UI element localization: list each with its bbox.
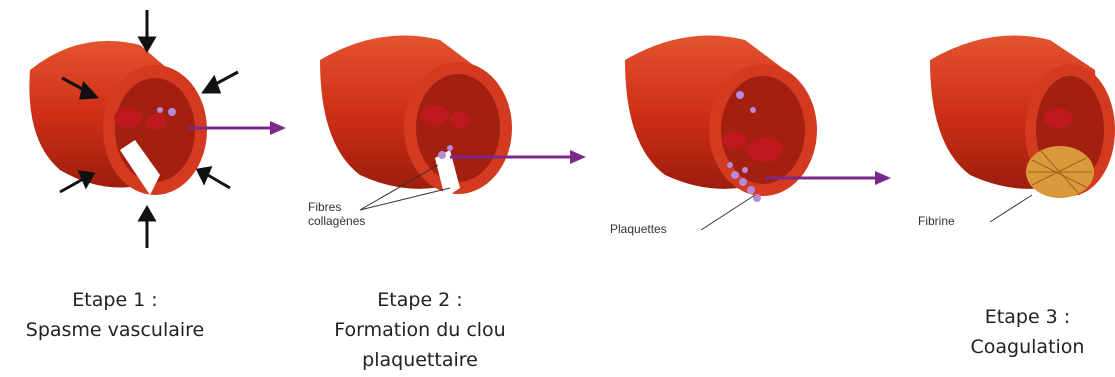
step-2-subtitle-2: plaquettaire (300, 345, 540, 375)
step-2-subtitle: Formation du clou (300, 315, 540, 345)
step-1-subtitle: Spasme vasculaire (0, 315, 230, 345)
caption-step-1: Etape 1 : Spasme vasculaire (0, 285, 230, 345)
caption-step-3: Etape 3 : Coagulation (945, 302, 1110, 362)
vessel-spasm-panel (0, 0, 290, 260)
step-2-title: Etape 2 : (300, 285, 540, 315)
label-collagen-fibres: Fibres collagènes (308, 200, 365, 228)
label-platelets: Plaquettes (610, 222, 667, 236)
label-fibrin: Fibrine (918, 214, 955, 228)
platelet-plug-panel: Fibres collagènes (300, 0, 600, 260)
coagulation-panel: Fibrine (910, 0, 1115, 260)
platelets-panel: Plaquettes (605, 0, 895, 260)
vessel-spasm-illustration (0, 0, 290, 260)
caption-step-2: Etape 2 : Formation du clou plaquettaire (300, 285, 540, 375)
step-1-title: Etape 1 : (0, 285, 230, 315)
step-3-title: Etape 3 : (945, 302, 1110, 332)
platelets-illustration (605, 0, 895, 260)
step-3-subtitle: Coagulation (945, 332, 1110, 362)
